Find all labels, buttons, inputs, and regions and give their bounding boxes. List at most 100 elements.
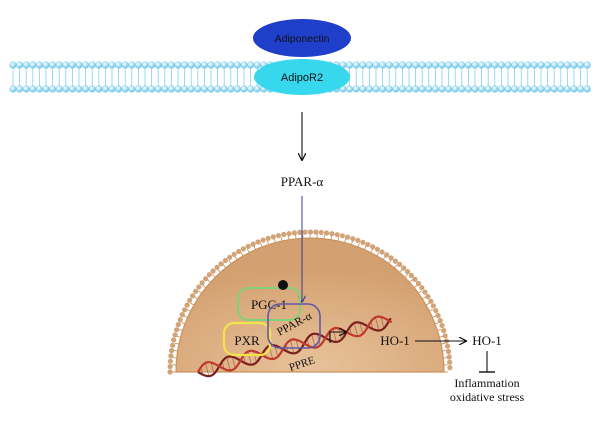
lipid-head [134, 85, 142, 93]
envelope-pore [175, 322, 181, 328]
lipid-head [108, 85, 116, 93]
ppar-alpha-label: PPAR-α [281, 174, 324, 189]
lipid-head [464, 61, 472, 69]
envelope-pore [379, 249, 385, 255]
lipid-head [418, 61, 426, 69]
dna-base-pair [290, 340, 295, 354]
envelope-pore [439, 322, 445, 329]
lipid-head [583, 85, 591, 93]
lipid-head [365, 61, 373, 69]
lipid-head [247, 61, 255, 69]
lipid-head [194, 61, 202, 69]
dna-base-pair [226, 357, 231, 371]
lipid-head [49, 85, 57, 93]
dna-base-pair [323, 336, 325, 340]
lipid-head [187, 61, 195, 69]
envelope-pore [442, 333, 448, 339]
lipid-head [438, 61, 446, 69]
phosphate-label: P [281, 283, 285, 290]
envelope-pore [286, 231, 292, 237]
lipid-head [517, 61, 525, 69]
envelope-pore [291, 230, 297, 236]
dna-base-pair [210, 362, 215, 374]
dna-base-pair [332, 328, 337, 343]
envelope-pore [281, 231, 287, 238]
envelope-pore [167, 358, 173, 364]
envelope-pore [297, 229, 303, 235]
envelope-pore [196, 284, 202, 290]
lipid-head [359, 61, 367, 69]
lipid-head [154, 61, 162, 69]
lipid-head [412, 61, 420, 69]
dna-base-pair [387, 319, 389, 323]
envelope-pore [392, 258, 398, 264]
lipid-head [365, 85, 373, 93]
lipid-head [233, 61, 241, 69]
envelope-pore [168, 353, 174, 359]
envelope-pore [397, 261, 403, 267]
lipid-head [577, 85, 585, 93]
lipid-head [121, 61, 129, 69]
phosphate-group: P [278, 280, 288, 290]
lipid-head [570, 85, 578, 93]
lipid-head [379, 61, 387, 69]
dna-base-pair [295, 339, 300, 352]
cell-membrane [9, 61, 591, 93]
lipid-head [22, 61, 30, 69]
lipid-head [497, 61, 505, 69]
dna-base-pair [370, 321, 374, 330]
lipid-head [194, 85, 202, 93]
lipid-head [385, 61, 393, 69]
lipid-head [425, 61, 433, 69]
lipid-head [174, 61, 182, 69]
lipid-head [511, 61, 519, 69]
inhibition-arrow [479, 351, 495, 373]
lipid-head [471, 85, 479, 93]
lipid-head [181, 61, 189, 69]
lipid-head [478, 85, 486, 93]
lipid-head [16, 61, 24, 69]
lipid-head [504, 85, 512, 93]
envelope-pore [425, 294, 431, 300]
lipid-head [200, 85, 208, 93]
lipid-head [458, 61, 466, 69]
lipid-head [181, 85, 189, 93]
lipid-head [405, 85, 413, 93]
envelope-pore [437, 317, 443, 324]
envelope-pore [445, 348, 452, 355]
envelope-pore [401, 265, 407, 271]
envelope-pore [214, 264, 220, 270]
envelope-pore [222, 257, 228, 264]
transcription-start-arrow [329, 332, 346, 343]
lipid-head [42, 61, 50, 69]
lipid-head [148, 61, 156, 69]
lipid-head [88, 85, 96, 93]
lipid-head [577, 61, 585, 69]
envelope-pore [324, 230, 330, 236]
lipid-head [214, 61, 222, 69]
adiponectin-label: Adiponectin [275, 33, 330, 45]
lipid-head [55, 85, 63, 93]
envelope-pore [177, 317, 183, 323]
envelope-pore [167, 364, 173, 370]
dna-base-pair [200, 367, 204, 375]
lipid-head [431, 61, 439, 69]
envelope-pore [360, 239, 366, 245]
lipid-head [29, 85, 37, 93]
lipid-head [464, 85, 472, 93]
lipid-head [42, 85, 50, 93]
lipid-head [95, 61, 103, 69]
envelope-pore [412, 276, 418, 282]
lipid-head [438, 85, 446, 93]
envelope-pore [445, 343, 451, 349]
envelope-pore [302, 229, 308, 235]
envelope-pore [388, 255, 394, 261]
lipid-head [161, 85, 169, 93]
envelope-pore [172, 332, 178, 338]
lipid-head [451, 85, 459, 93]
lipid-head [9, 61, 17, 69]
lipid-head [68, 85, 76, 93]
pxr-complex: PXR [222, 321, 272, 357]
envelope-pore [174, 327, 180, 333]
lipid-head [372, 85, 380, 93]
